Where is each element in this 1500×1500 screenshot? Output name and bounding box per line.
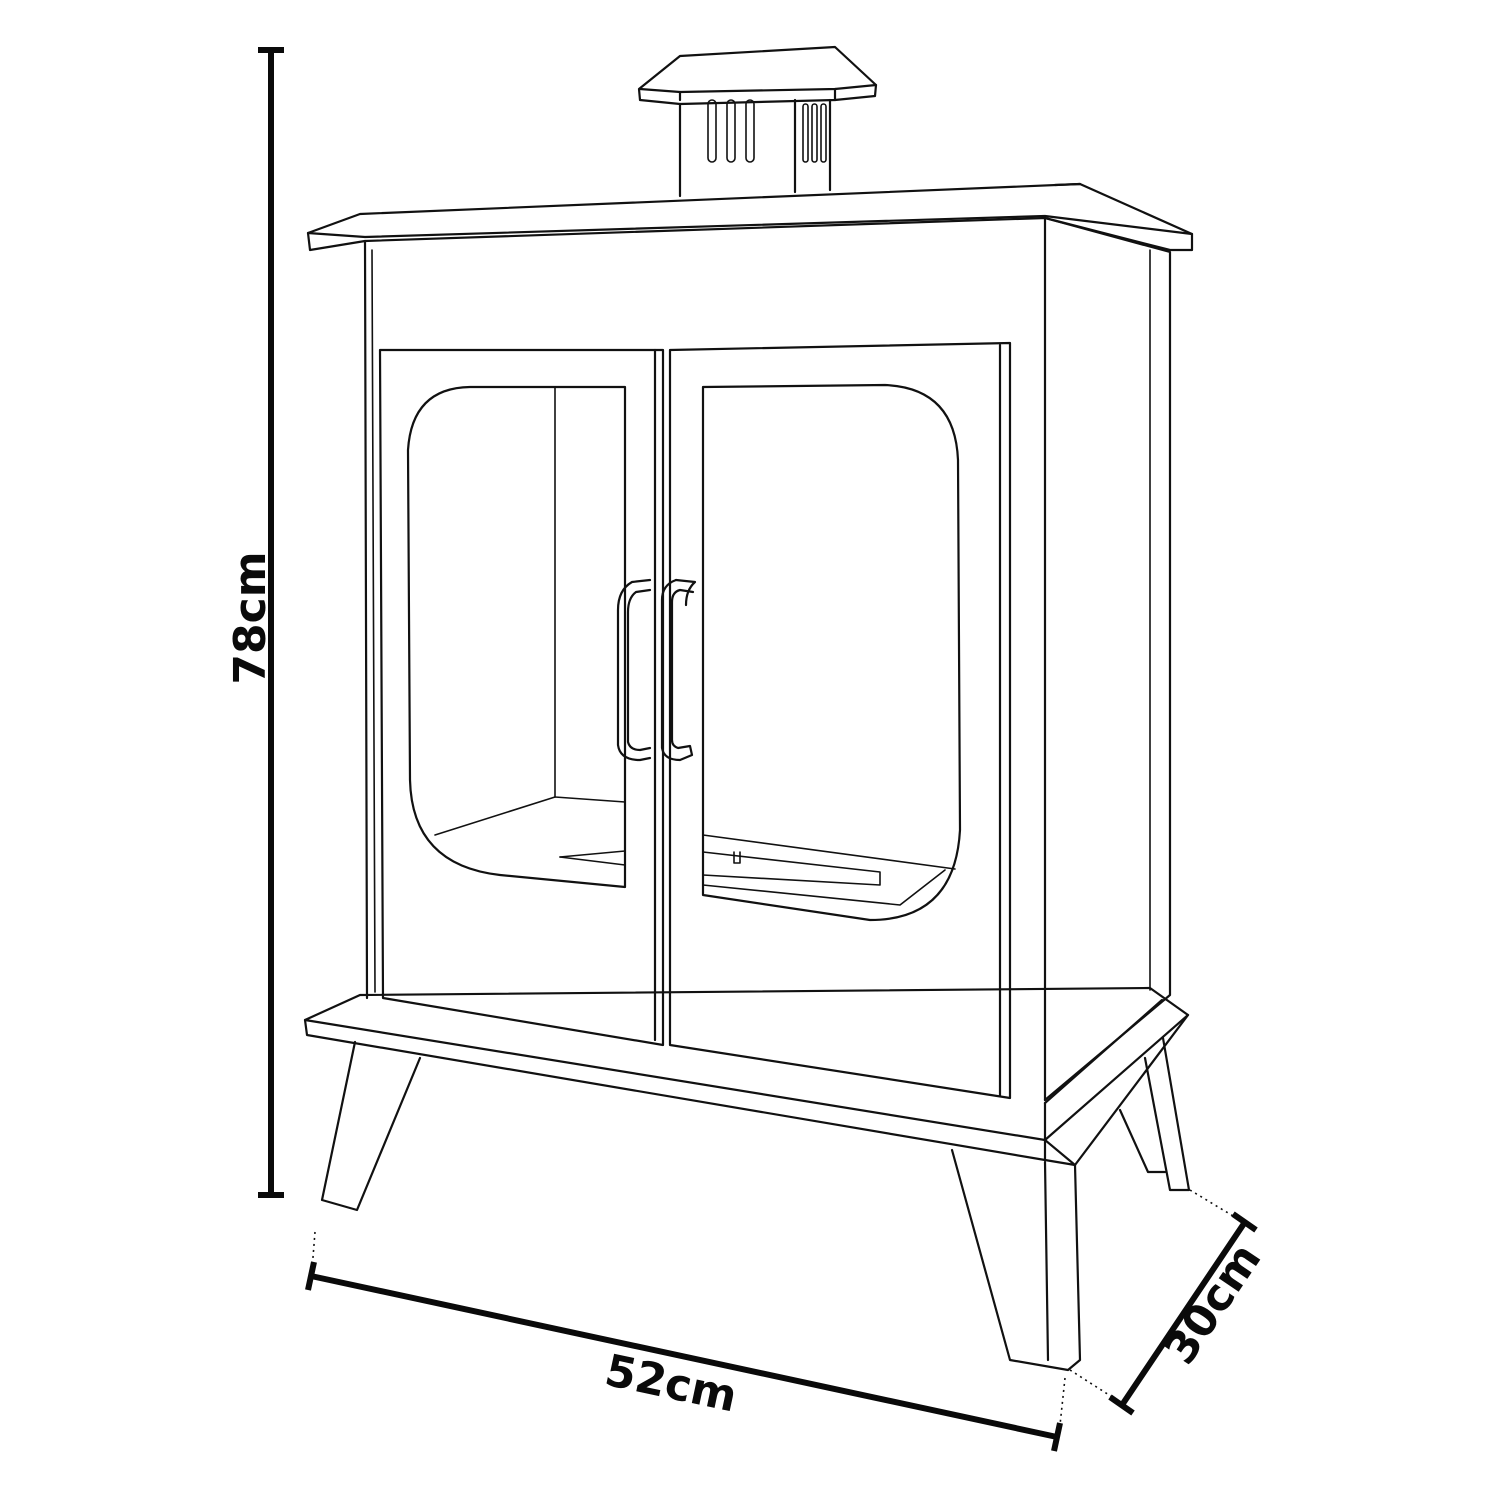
legs — [320, 1036, 1191, 1372]
door-handles — [616, 578, 697, 762]
right-door — [668, 341, 1012, 1100]
vent-slot — [726, 99, 736, 163]
right-door-window — [701, 383, 962, 922]
height-label: 78cm — [225, 551, 276, 684]
left-handle[interactable] — [616, 578, 652, 762]
leg-front-right — [950, 1148, 1082, 1372]
depth-label: 30cm — [1155, 1234, 1272, 1373]
right-handle[interactable] — [660, 578, 695, 762]
height-dimension: 78cm — [225, 47, 284, 1198]
leg-back-right — [1143, 1036, 1191, 1192]
vent-slot — [820, 103, 827, 163]
vent-slot — [811, 103, 818, 163]
stove-body — [363, 216, 1172, 1102]
left-door-window — [406, 385, 627, 889]
base-plinth — [303, 986, 1190, 1167]
depth-dimension: 30cm — [1069, 1189, 1272, 1416]
leg-front-left — [320, 1040, 422, 1212]
width-dimension: 52cm — [305, 1231, 1066, 1452]
left-door — [378, 348, 665, 1047]
vent-slot — [802, 103, 809, 163]
stove-illustration — [303, 45, 1194, 1372]
vent-slot — [707, 99, 717, 163]
chimney — [637, 45, 878, 198]
top-lid — [306, 182, 1194, 252]
vent-slot — [745, 99, 755, 163]
